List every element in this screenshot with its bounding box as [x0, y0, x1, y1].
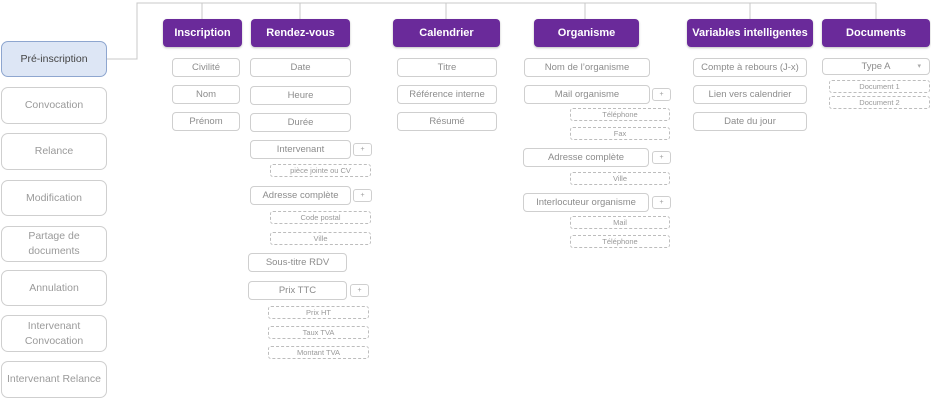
header-organisme[interactable]: Organisme — [534, 19, 639, 47]
subfield-piece-jointe[interactable]: pièce jointe ou CV — [270, 164, 371, 177]
field-lien-calendrier[interactable]: Lien vers calendrier — [693, 85, 807, 104]
header-variables-intelligentes[interactable]: Variables intelligentes — [687, 19, 813, 47]
sidebar-item-intervenant-relance[interactable]: Intervenant Relance — [1, 361, 107, 398]
field-sous-titre-rdv[interactable]: Sous-titre RDV — [248, 253, 347, 272]
sidebar-item-convocation[interactable]: Convocation — [1, 87, 107, 124]
expand-prix-button[interactable]: + — [350, 284, 369, 297]
subfield-ville-organisme[interactable]: Ville — [570, 172, 670, 185]
expand-interlocuteur-button[interactable]: + — [652, 196, 671, 209]
subfield-montant-tva[interactable]: Montant TVA — [268, 346, 369, 359]
subfield-code-postal[interactable]: Code postal — [270, 211, 371, 224]
document-type-select[interactable]: Type A ▾ — [822, 58, 930, 75]
field-titre[interactable]: Titre — [397, 58, 497, 77]
sidebar-item-pre-inscription[interactable]: Pré-inscription — [1, 41, 107, 77]
subfield-telephone-interlocuteur[interactable]: Téléphone — [570, 235, 670, 248]
field-mail-organisme[interactable]: Mail organisme — [524, 85, 650, 104]
field-duree[interactable]: Durée — [250, 113, 351, 132]
dropdown-caret-icon: ▾ — [917, 63, 921, 70]
sidebar-item-intervenant-convocation[interactable]: Intervenant Convocation — [1, 315, 107, 352]
subfield-document-1[interactable]: Document 1 — [829, 80, 930, 93]
subfield-document-2[interactable]: Document 2 — [829, 96, 930, 109]
expand-adresse-button[interactable]: + — [353, 189, 372, 202]
header-calendrier[interactable]: Calendrier — [393, 19, 500, 47]
field-reference-interne[interactable]: Référence interne — [397, 85, 497, 104]
sidebar-item-partage-documents[interactable]: Partage de documents — [1, 226, 107, 262]
field-civilite[interactable]: Civilité — [172, 58, 240, 77]
field-adresse-complete[interactable]: Adresse complète — [250, 186, 351, 205]
field-intervenant[interactable]: Intervenant — [250, 140, 351, 159]
expand-intervenant-button[interactable]: + — [353, 143, 372, 156]
header-inscription[interactable]: Inscription — [163, 19, 242, 47]
subfield-fax[interactable]: Fax — [570, 127, 670, 140]
field-nom-organisme[interactable]: Nom de l’organisme — [524, 58, 650, 77]
field-interlocuteur-organisme[interactable]: Interlocuteur organisme — [523, 193, 649, 212]
sidebar-item-relance[interactable]: Relance — [1, 133, 107, 170]
subfield-telephone[interactable]: Téléphone — [570, 108, 670, 121]
field-heure[interactable]: Heure — [250, 86, 351, 105]
expand-mail-button[interactable]: + — [652, 88, 671, 101]
field-date-du-jour[interactable]: Date du jour — [693, 112, 807, 131]
sidebar-item-annulation[interactable]: Annulation — [1, 270, 107, 306]
field-resume[interactable]: Résumé — [397, 112, 497, 131]
expand-adresse-organisme-button[interactable]: + — [652, 151, 671, 164]
field-nom[interactable]: Nom — [172, 85, 240, 104]
header-documents[interactable]: Documents — [822, 19, 930, 47]
field-date[interactable]: Date — [250, 58, 351, 77]
field-adresse-organisme[interactable]: Adresse complète — [523, 148, 649, 167]
document-type-value: Type A — [861, 61, 891, 72]
sidebar-item-modification[interactable]: Modification — [1, 180, 107, 216]
field-prix-ttc[interactable]: Prix TTC — [248, 281, 347, 300]
subfield-taux-tva[interactable]: Taux TVA — [268, 326, 369, 339]
field-compte-a-rebours[interactable]: Compte à rebours (J-x) — [693, 58, 807, 77]
subfield-prix-ht[interactable]: Prix HT — [268, 306, 369, 319]
subfield-ville[interactable]: Ville — [270, 232, 371, 245]
field-prenom[interactable]: Prénom — [172, 112, 240, 131]
subfield-mail-interlocuteur[interactable]: Mail — [570, 216, 670, 229]
header-rendez-vous[interactable]: Rendez-vous — [251, 19, 350, 47]
